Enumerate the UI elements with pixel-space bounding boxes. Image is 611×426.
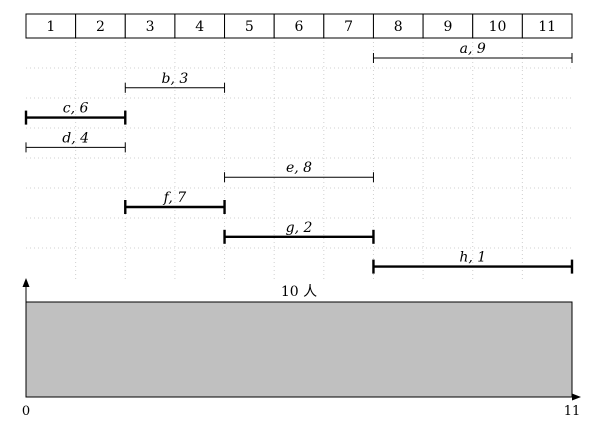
header-cell-label: 3: [146, 19, 155, 35]
interval-label: g, 2: [286, 220, 313, 236]
header-cell: [422, 13, 474, 39]
interval-segments: a, 9 b, 3 c, 6 d, 4 e, 8 f, 7 g, 2 h, 1: [24, 41, 574, 274]
header-cell: [323, 13, 374, 39]
x-axis-arrow-icon: [572, 393, 581, 401]
interval-label: e, 8: [286, 160, 312, 176]
header-cell: [472, 13, 523, 39]
header-cell-label: 11: [538, 19, 556, 35]
header-cell: [521, 13, 573, 39]
y-axis-arrow-icon: [22, 278, 30, 287]
interval-label: b, 3: [162, 71, 189, 87]
header-cell: [273, 13, 325, 39]
axes: 0 11: [22, 278, 581, 419]
x-axis-min-label: 0: [22, 404, 30, 419]
interval-label: h, 1: [459, 250, 486, 266]
header-cell: [174, 13, 226, 39]
header-cell: [372, 13, 424, 39]
header-cell-label: 9: [443, 19, 452, 35]
header-cell-label: 8: [394, 19, 403, 35]
time-header-row: 1 2 3 4 5 6 7 8 9 10 11: [25, 13, 573, 39]
interval-label: c, 6: [63, 101, 89, 117]
header-cell-label: 10: [489, 19, 507, 35]
header-cell: [124, 13, 176, 39]
interval-label: f, 7: [163, 190, 187, 206]
interval-label: d, 4: [62, 130, 89, 146]
x-axis-max-label: 11: [564, 404, 581, 419]
header-cell-label: 7: [344, 19, 353, 35]
header-cell: [224, 13, 275, 39]
interval-label: a, 9: [460, 41, 486, 57]
header-cell-label: 4: [195, 19, 204, 35]
capacity-bar-rect: [25, 301, 573, 398]
header-cell-label: 2: [96, 19, 105, 35]
capacity-bar: 10 人: [25, 284, 573, 398]
dotted-grid: [26, 38, 572, 282]
header-cell-label: 6: [295, 19, 304, 35]
capacity-bar-label: 10 人: [281, 284, 317, 300]
header-cell-label: 1: [46, 19, 55, 35]
header-cell-label: 5: [245, 19, 254, 35]
header-cell: [25, 13, 77, 39]
